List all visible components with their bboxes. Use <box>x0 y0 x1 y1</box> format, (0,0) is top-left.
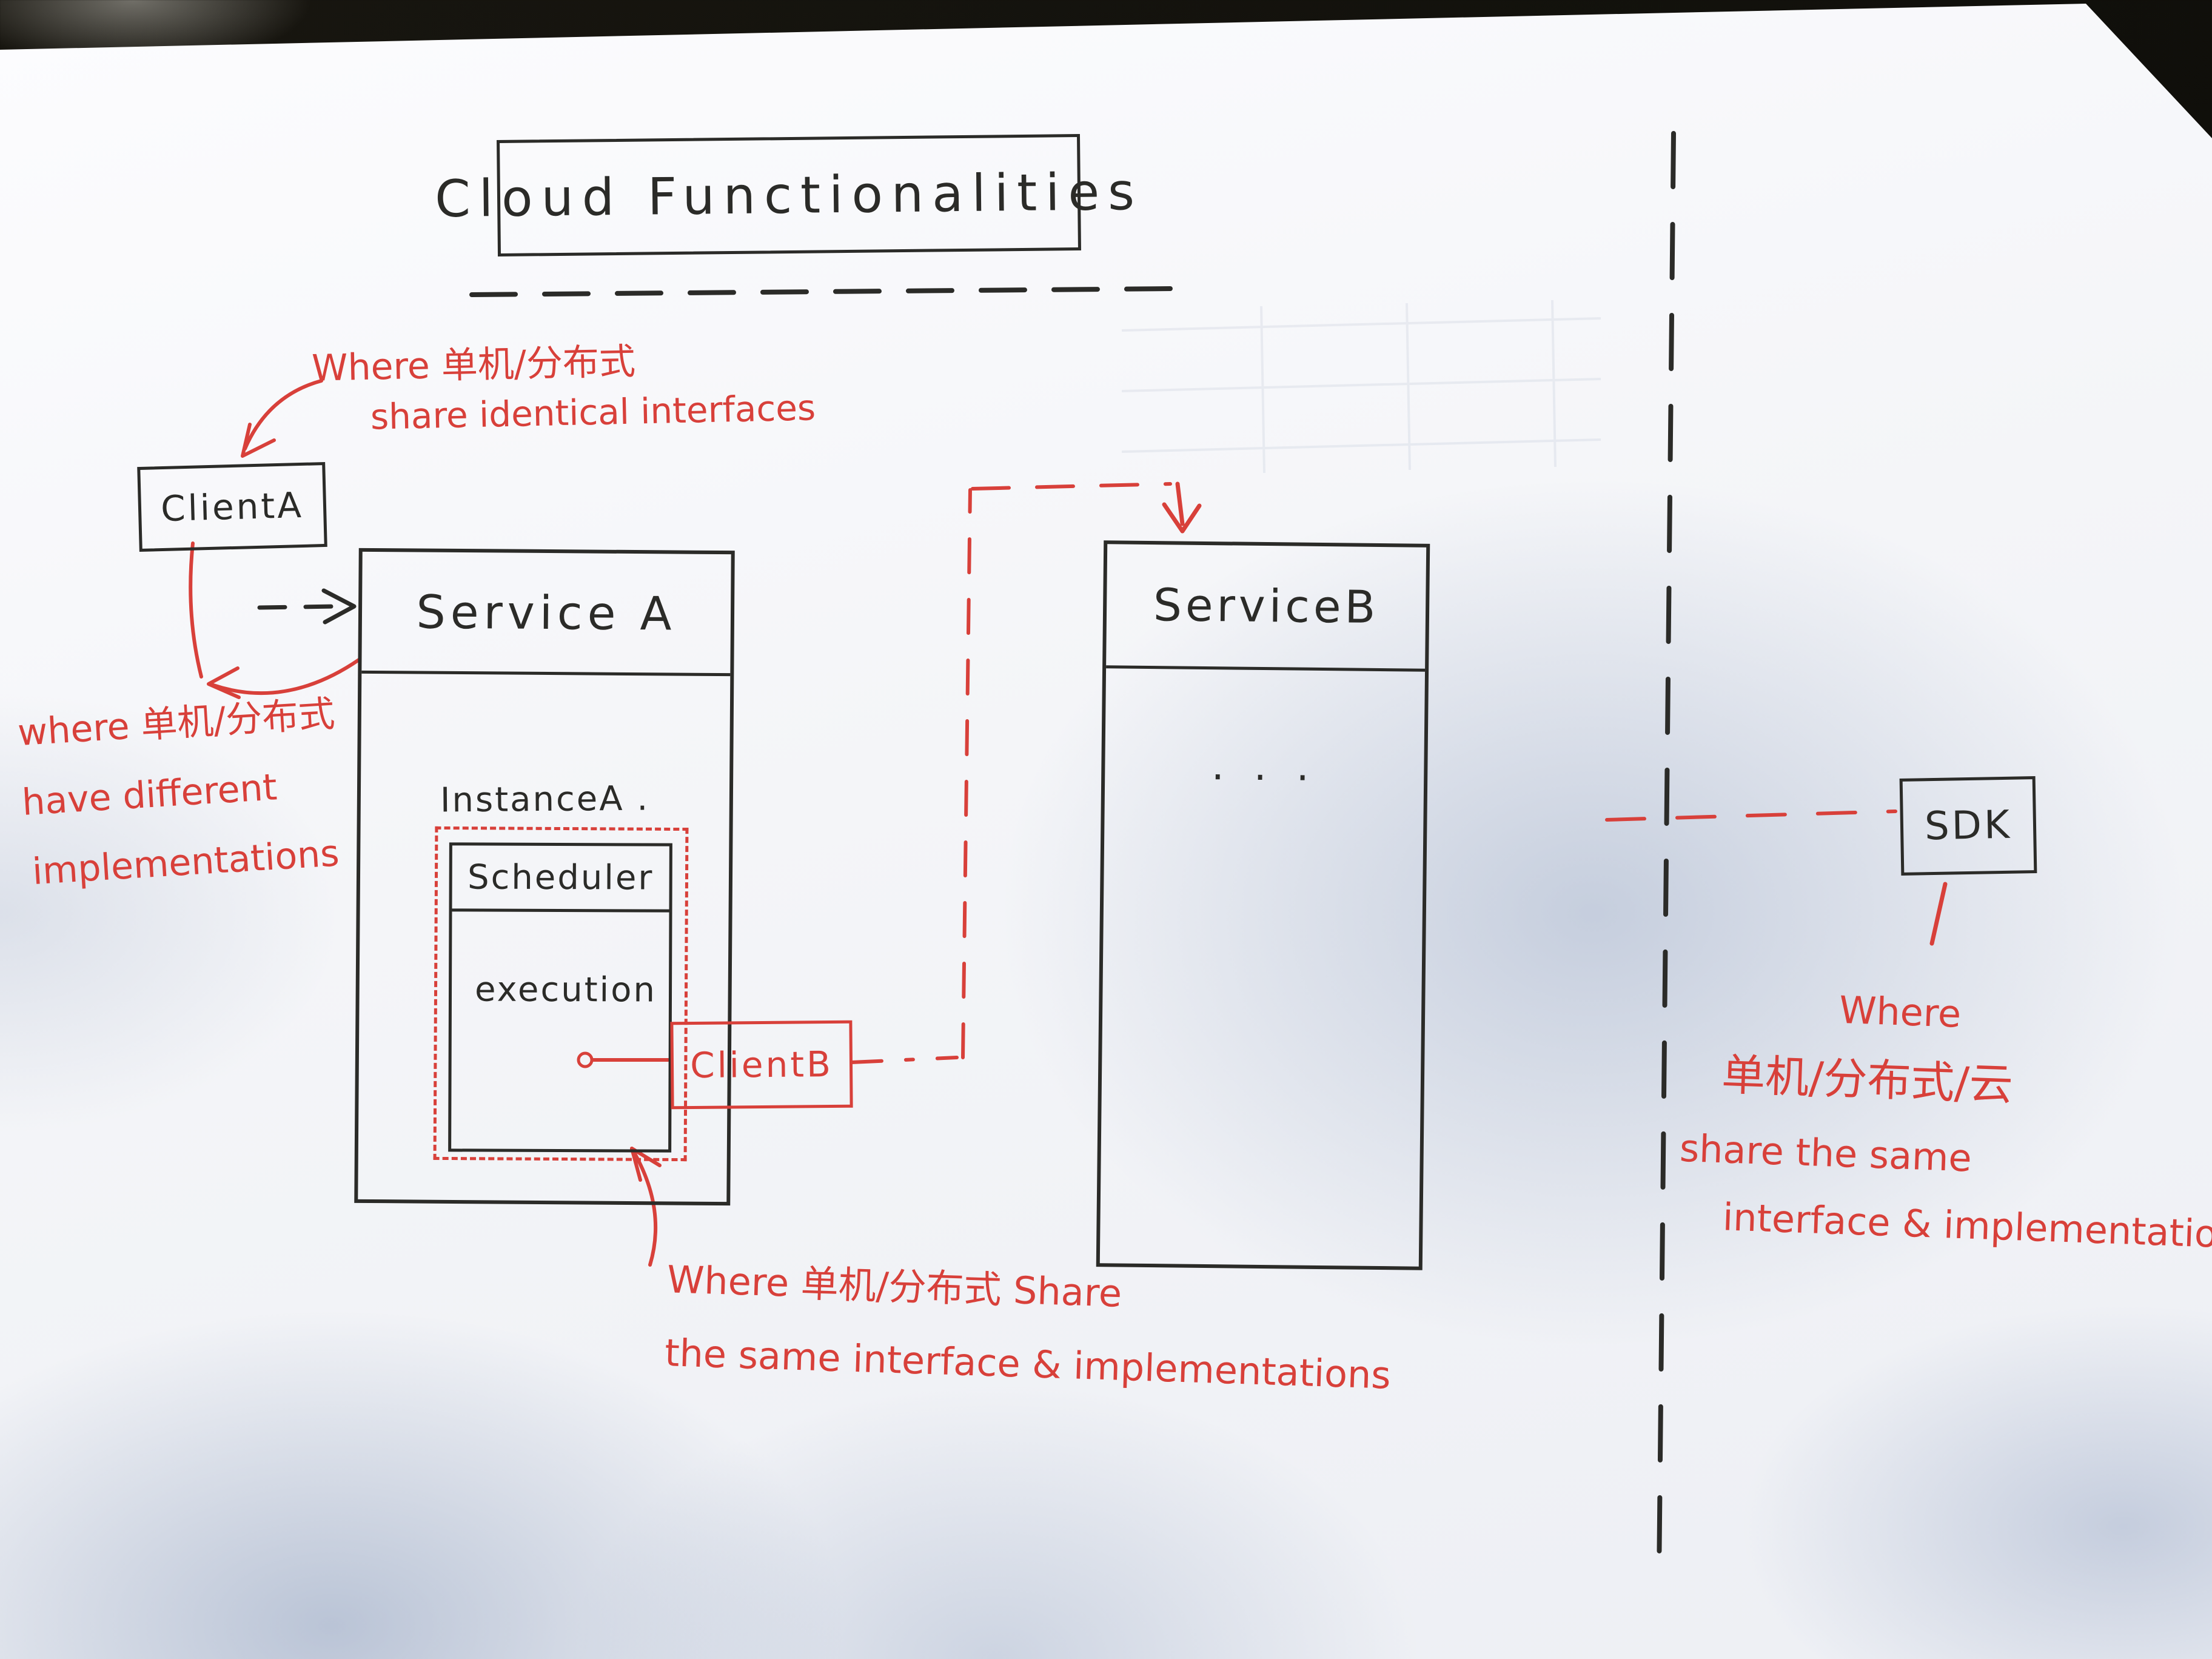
clienta-to-servicea-dashed-line <box>257 604 340 610</box>
serviceb-box: ServiceB . . . <box>1096 540 1430 1270</box>
annotation-bottom: Where 单机/分布式 Share the same interface & … <box>664 1257 1393 1398</box>
clienta-down-red-line <box>189 541 203 679</box>
sdk-label: SDK <box>1924 802 2013 850</box>
right-dashed-divider <box>1657 131 1676 1581</box>
scheduler-header: Scheduler <box>452 845 669 913</box>
sdk-tick-stroke <box>1929 882 1948 946</box>
serviceb-entry-arrowhead <box>1162 502 1202 534</box>
red-horizontal-dashed-line <box>971 482 1172 491</box>
serviceb-ellipsis: . . . <box>1211 742 1318 790</box>
annotation-left-line2: have different <box>21 766 278 824</box>
servicea-label: Service A <box>416 585 677 641</box>
clienta-label: ClientA <box>160 484 304 530</box>
scheduler-label: Scheduler <box>467 857 654 898</box>
top-annotation-arrow <box>243 379 323 451</box>
execution-label: execution <box>474 970 657 1010</box>
annotation-right-line3: share the same <box>1678 1125 1972 1181</box>
annotation-top-line1: Where 单机/分布式 <box>311 340 636 390</box>
clientb-dashed-line <box>850 1056 959 1064</box>
serviceb-label: ServiceB <box>1153 579 1379 634</box>
annotation-left: where 单机/分布式 have different implementati… <box>16 692 344 893</box>
scheduler-execution-box: Scheduler execution <box>448 842 672 1153</box>
top-annotation-arrowhead <box>241 423 276 458</box>
ghost-grid <box>1121 300 1601 474</box>
clienta-box: ClientA <box>137 461 327 552</box>
title-box: Cloud Functionalities <box>435 133 1143 257</box>
left-annotation-arrowhead <box>207 666 241 699</box>
annotation-top: Where 单机/分布式 share identical interfaces <box>311 339 816 438</box>
serviceb-header: ServiceB <box>1106 544 1427 672</box>
sdk-box: SDK <box>1899 776 2037 876</box>
instancea-label: InstanceA . <box>440 779 650 820</box>
sdk-dashed-line <box>1605 809 1897 822</box>
annotation-top-line2: share identical interfaces <box>370 387 816 438</box>
clienta-to-servicea-arrowhead <box>321 588 357 625</box>
serviceb-entry-arrow <box>1175 481 1185 526</box>
annotation-right: Where 单机/分布式/云 share the same interface … <box>1677 985 2212 1257</box>
red-vertical-dashed-line <box>961 488 972 1059</box>
servicea-left-red-curve <box>212 658 361 695</box>
servicea-header: Service A <box>361 551 731 677</box>
clientb-box: ClientB <box>670 1020 853 1110</box>
title-dashed-underline <box>469 286 1175 297</box>
bottom-annotation-arrowhead <box>630 1147 662 1182</box>
annotation-right-line2: 单机/分布式/云 <box>1720 1049 2014 1110</box>
clientb-label: ClientB <box>689 1043 834 1087</box>
diagram-title: Cloud Functionalities <box>434 161 1144 229</box>
bottom-annotation-curve <box>630 1147 658 1267</box>
